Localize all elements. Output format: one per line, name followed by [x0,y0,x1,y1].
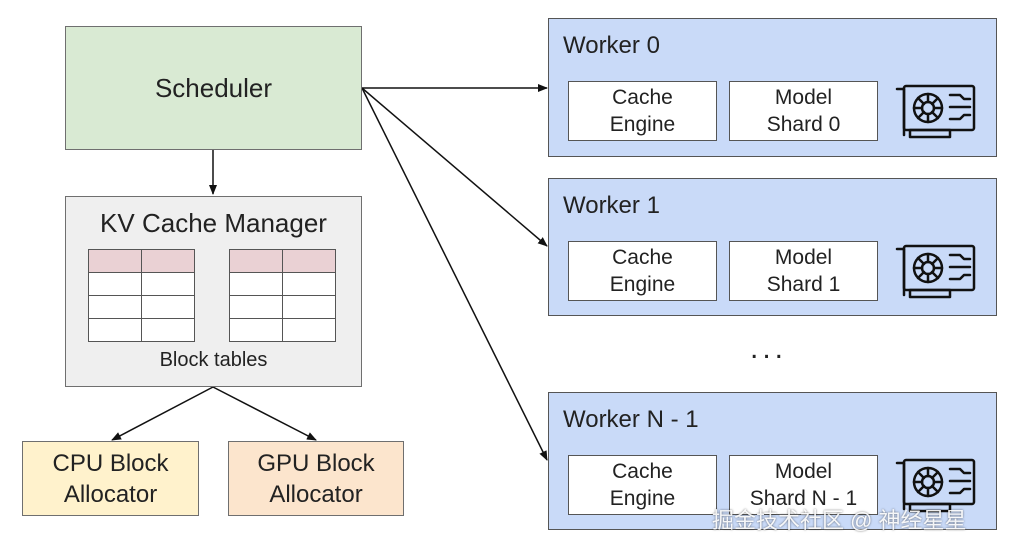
model-shard-line1: Model [774,460,833,483]
cpu-block-allocator-box: CPU Block Allocator [22,441,199,516]
arrow-scheduler-to-worker-n [361,87,548,461]
kv-cache-manager-box: KV Cache Manager Block tables [65,196,362,387]
scheduler-box: Scheduler [65,26,362,150]
cpu-allocator-line1: CPU Block [52,449,169,477]
model-shard-line2: Shard 0 [766,113,841,136]
gpu-card-icon [895,458,976,513]
gpu-card-icon [895,84,976,139]
worker-title: Worker 1 [563,192,660,219]
cpu-allocator-line2: Allocator [63,480,158,508]
gpu-allocator-line2: Allocator [269,480,363,508]
kv-cache-manager-title: KV Cache Manager [100,208,327,238]
model-shard-line2: Shard 1 [766,273,841,296]
cache-engine-line1: Cache [612,460,673,483]
block-table-1 [88,249,195,342]
cache-engine-line1: Cache [612,246,673,269]
block-tables-caption: Block tables [159,349,268,371]
cache-engine-line2: Engine [609,487,676,510]
model-shard-line1: Model [774,86,833,109]
worker-title: Worker N - 1 [563,406,699,433]
model-shard-line1: Model [774,246,833,269]
watermark: 掘金技术社区 @ 神经星星 [712,508,967,533]
cache-engine-line2: Engine [609,273,676,296]
gpu-card-icon [895,244,976,299]
scheduler-label: Scheduler [154,72,273,103]
worker-title: Worker 0 [563,32,660,59]
arrow-kv-to-gpu [212,386,317,441]
model-shard-line2: Shard N - 1 [749,487,858,510]
arrow-scheduler-to-worker-1 [361,87,548,247]
ellipsis: ... [750,332,788,365]
block-table-2 [229,249,336,342]
cache-engine-line2: Engine [609,113,676,136]
gpu-allocator-line1: GPU Block [257,449,375,477]
cache-engine-line1: Cache [612,86,673,109]
arrow-kv-to-cpu [111,386,214,441]
gpu-block-allocator-box: GPU Block Allocator [228,441,404,516]
